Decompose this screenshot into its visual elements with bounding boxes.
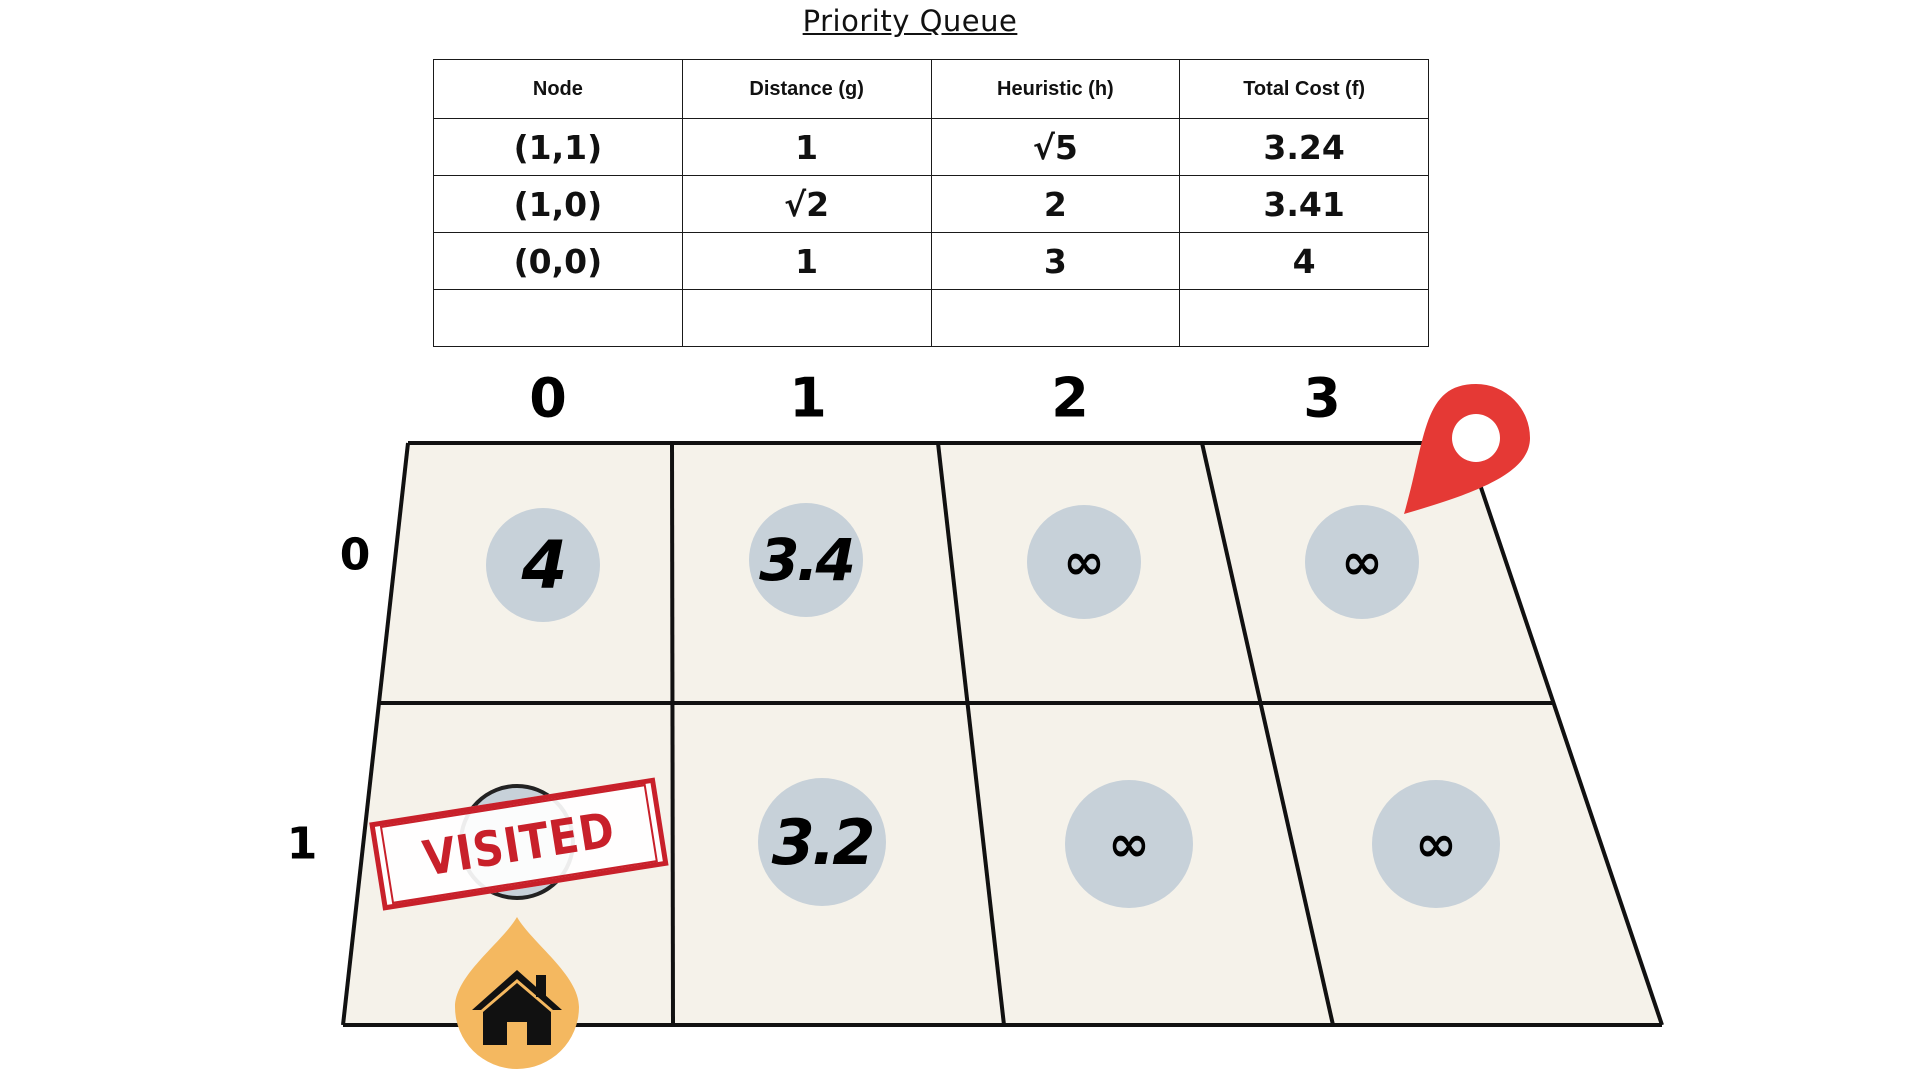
cell-heuristic: 3 bbox=[930, 232, 1181, 290]
grid-line bbox=[670, 442, 675, 1026]
cell-node: (1,0) bbox=[433, 175, 683, 233]
column-label-0: 0 bbox=[529, 366, 567, 430]
grid-node-0-2: ∞ bbox=[1027, 505, 1141, 619]
grid-node-0-0: 4 bbox=[486, 508, 600, 622]
column-label-1: 1 bbox=[789, 366, 827, 430]
column-label-2: 2 bbox=[1051, 366, 1089, 430]
grid-node-0-1: 3.4 bbox=[749, 503, 863, 617]
node-cost-label: ∞ bbox=[1108, 815, 1150, 873]
grid-line bbox=[1464, 442, 1664, 1026]
grid-line bbox=[341, 442, 410, 1026]
node-cost-label: 3.2 bbox=[771, 805, 876, 879]
table-row bbox=[433, 289, 1429, 347]
header-heuristic: Heuristic (h) bbox=[930, 59, 1181, 119]
cell-heuristic bbox=[930, 289, 1181, 347]
priority-queue-table: Node Distance (g) Heuristic (h) Total Co… bbox=[433, 59, 1429, 347]
row-label-1: 1 bbox=[286, 818, 318, 870]
node-cost-label: ∞ bbox=[1415, 815, 1457, 873]
home-icon bbox=[455, 917, 579, 1069]
table-header-row: Node Distance (g) Heuristic (h) Total Co… bbox=[433, 59, 1429, 119]
header-node: Node bbox=[433, 59, 683, 119]
node-cost-label: 4 bbox=[521, 526, 568, 604]
node-cost-label: 3.4 bbox=[759, 526, 856, 594]
grid-line bbox=[1200, 442, 1335, 1026]
table-row: (1,0) √2 2 3.41 bbox=[433, 175, 1429, 233]
header-distance: Distance (g) bbox=[681, 59, 932, 119]
cell-distance: √2 bbox=[681, 175, 932, 233]
row-label-0: 0 bbox=[339, 529, 371, 581]
cell-distance bbox=[681, 289, 932, 347]
cell-total-cost: 3.24 bbox=[1179, 118, 1429, 176]
grid-node-0-3: ∞ bbox=[1305, 505, 1419, 619]
grid-node-1-2: ∞ bbox=[1065, 780, 1193, 908]
cell-distance: 1 bbox=[681, 232, 932, 290]
cell-total-cost bbox=[1179, 289, 1429, 347]
grid-line bbox=[936, 442, 1006, 1026]
node-cost-label: ∞ bbox=[1063, 533, 1105, 591]
column-label-3: 3 bbox=[1303, 366, 1341, 430]
cell-node bbox=[433, 289, 683, 347]
grid-node-1-1: 3.2 bbox=[758, 778, 886, 906]
table-row: (1,1) 1 √5 3.24 bbox=[433, 118, 1429, 176]
node-cost-label: ∞ bbox=[1341, 533, 1383, 591]
grid-node-1-3: ∞ bbox=[1372, 780, 1500, 908]
cell-node: (1,1) bbox=[433, 118, 683, 176]
cell-heuristic: 2 bbox=[930, 175, 1181, 233]
cell-distance: 1 bbox=[681, 118, 932, 176]
cell-total-cost: 3.41 bbox=[1179, 175, 1429, 233]
priority-queue-title: Priority Queue bbox=[802, 4, 1018, 38]
location-pin-icon bbox=[1404, 384, 1530, 514]
